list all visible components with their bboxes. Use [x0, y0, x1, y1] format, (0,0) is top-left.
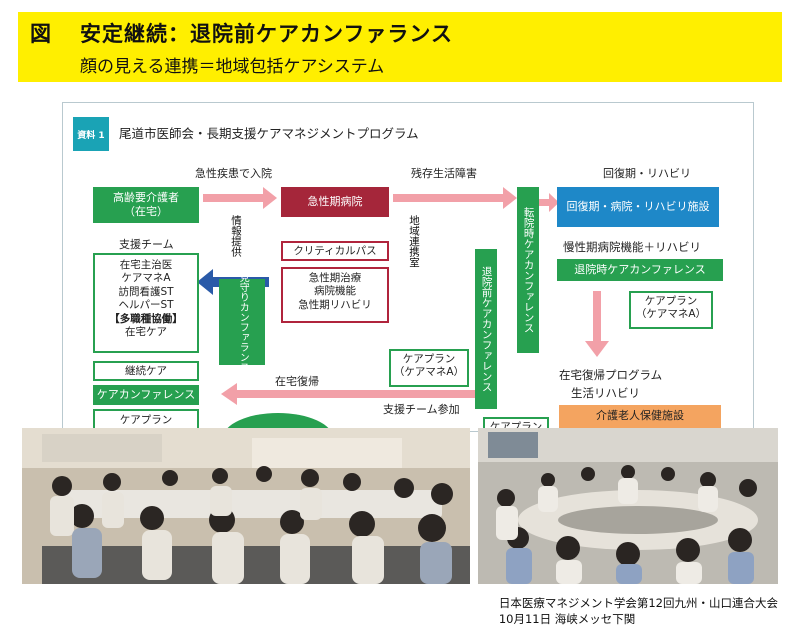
label-support-team: 支援チーム: [119, 238, 174, 251]
label-recovery-phase: 回復期・リハビリ: [603, 167, 691, 180]
label-home-return: 在宅復帰: [275, 375, 319, 388]
acute-item: 急性期治療: [308, 272, 362, 284]
box-elderly-care: 高齢要介護者 （在宅）: [93, 187, 199, 223]
box-careplan-a-right: ケアプラン （ケアマネA）: [629, 291, 713, 329]
meeting-photo-right-image: [478, 428, 778, 584]
arrow-to-acute: [203, 187, 277, 209]
meeting-photo-left-image: [22, 428, 470, 584]
acute-item: 病院機能: [314, 285, 356, 298]
transfer-conference-text: 転院時ケアカンファレンス: [522, 207, 535, 333]
footer-line-2: 10月11日 海峡メッセ下関: [498, 611, 636, 626]
label-residual-disability: 残存生活障害: [411, 167, 477, 180]
arrow-down-recovery: [585, 291, 609, 357]
box-acute-treatment: 急性期治療 病院機能 急性期リハビリ: [281, 267, 389, 323]
box-watch-conference: 見守りカンファランス: [219, 272, 265, 372]
team-member: 【多職種協働】: [109, 312, 183, 325]
box-nursing-facility: 介護老人保健施設: [559, 405, 721, 431]
acute-item: 急性期リハビリ: [298, 298, 372, 311]
support-team-box: 在宅主治医 ケアマネA 訪問看護ST ヘルパーST 【多職種協働】 在宅ケア: [93, 253, 199, 353]
box-acute-hospital: 急性期病院: [281, 187, 389, 217]
document-badge: 資料 1: [73, 117, 109, 151]
arrow-home-return: [221, 383, 485, 405]
watch-conference-text: 見守りカンファランス: [237, 272, 249, 372]
box-discharge-conference: 退院前ケアカンファレンス: [475, 249, 497, 409]
figure-title-text: 安定継続：退院前ケアカンファランス: [80, 22, 453, 46]
box-transfer-time-conference: 退院時ケアカンファレンス: [557, 259, 723, 281]
meeting-photo-right: [478, 428, 778, 584]
label-acute-admission: 急性疾患で入院: [195, 167, 272, 180]
box-critical-path: クリティカルパス: [281, 241, 389, 261]
box-recovery-facility: 回復期・病院・リハビリ施設: [557, 187, 719, 227]
label-life-rehab: 生活リハビリ: [571, 386, 640, 400]
vertical-info-provision: 情報提供: [230, 215, 242, 257]
team-member: 訪問看護ST: [118, 285, 174, 298]
label-home-program: 在宅復帰プログラム: [559, 368, 663, 382]
label-team-join: 支援チーム参加: [383, 403, 460, 416]
figure-mark: 図: [30, 22, 52, 46]
arrow-to-recovery: [537, 193, 559, 212]
arrow-to-transfer: [393, 187, 517, 209]
team-member: ケアマネA: [121, 272, 171, 285]
meeting-photo-left: [22, 428, 470, 584]
box-careplan-left: ケアプラン: [93, 409, 199, 431]
box-transfer-conference: 転院時ケアカンファレンス: [517, 187, 539, 353]
box-careplan-a-mid: ケアプラン （ケアマネA）: [389, 349, 469, 387]
footer-line-1: 日本医療マネジメント学会第12回九州・山口連合大会: [498, 596, 778, 610]
diagram-panel: 資料 1 尾道市医師会・長期支援ケアマネジメントプログラム 急性疾患で入院 残存…: [62, 102, 754, 432]
figure-title: 図 安定継続：退院前ケアカンファランス: [30, 18, 453, 48]
document-title: 尾道市医師会・長期支援ケアマネジメントプログラム: [119, 126, 419, 141]
box-care-conference: ケアカンファレンス: [93, 385, 199, 405]
box-careplan-partial: ケアプラン: [483, 417, 549, 431]
figure-subtitle: 顔の見える連携＝地域包括ケアシステム: [80, 57, 385, 77]
footer-caption: 日本医療マネジメント学会第12回九州・山口連合大会 10月11日 海峡メッセ下関: [499, 596, 778, 627]
partial-oval: [223, 413, 333, 431]
discharge-conference-text: 退院前ケアカンファレンス: [480, 266, 493, 392]
vertical-regional-office: 地域連携室: [408, 215, 420, 268]
team-member: 在宅主治医: [119, 259, 173, 271]
label-chronic-hospital: 慢性期病院機能＋リハビリ: [563, 240, 701, 254]
team-member: 在宅ケア: [125, 326, 167, 339]
title-banner: 図 安定継続：退院前ケアカンファランス 顔の見える連携＝地域包括ケアシステム: [18, 12, 782, 82]
box-continuous-care: 継続ケア: [93, 361, 199, 381]
team-member: ヘルパーST: [118, 299, 174, 312]
